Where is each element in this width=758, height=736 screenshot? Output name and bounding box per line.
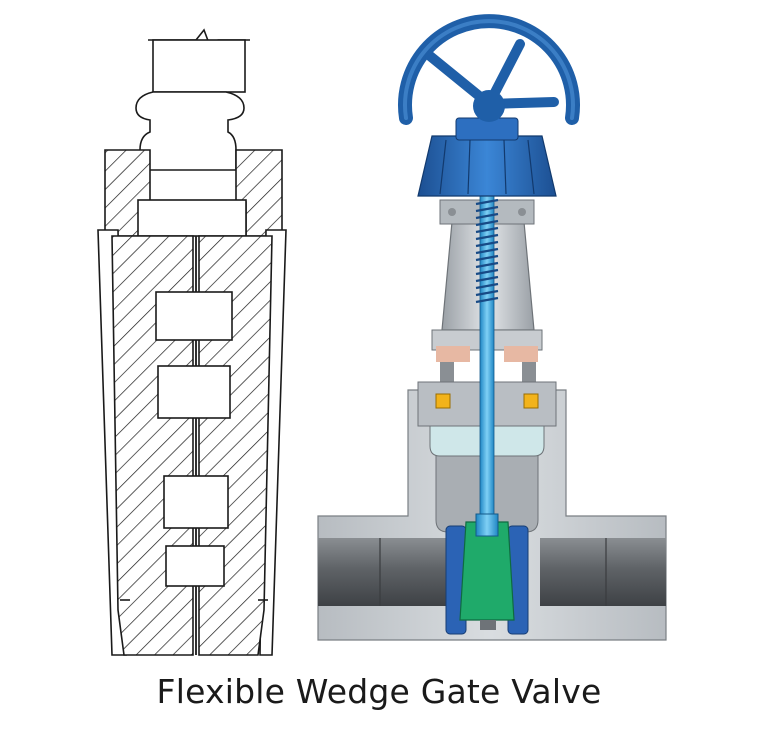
gate-valve-cutaway-illustration [317,14,667,641]
handwheel-icon [398,14,580,125]
figure-caption: Flexible Wedge Gate Valve [156,672,602,711]
wedge-cross-section-drawing [97,28,287,656]
